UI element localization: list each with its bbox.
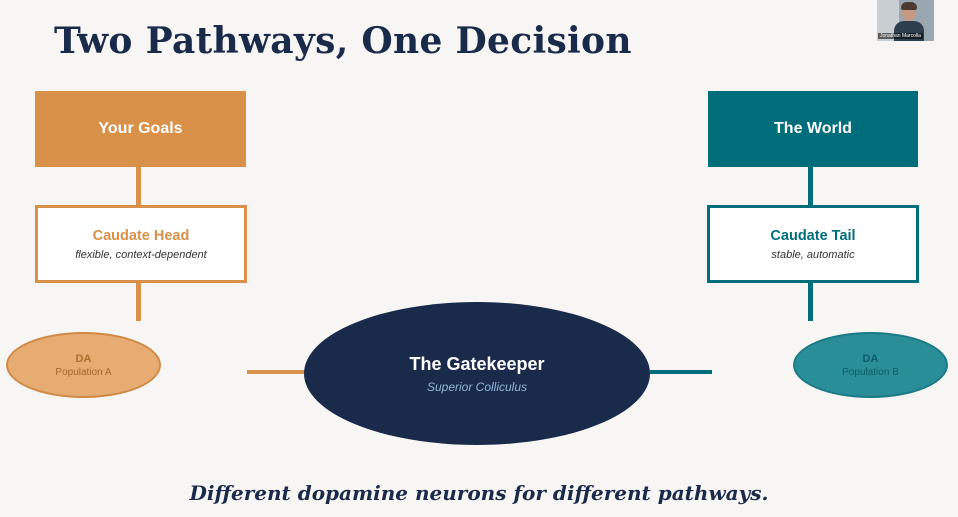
slide-caption: Different dopamine neurons for different… (189, 481, 769, 505)
da-population-b-name: Population B (842, 366, 899, 378)
left-connector-top (136, 167, 141, 206)
da-population-a-label: DA (75, 352, 92, 365)
webcam-background (877, 0, 899, 41)
webcam-name-tag: Jonathan Marcolla (878, 33, 923, 39)
caudate-head-desc: flexible, context-dependent (75, 248, 207, 261)
the-world-box: The World (708, 91, 918, 167)
da-population-b-label: DA (862, 352, 879, 365)
slide-title: Two Pathways, One Decision (54, 20, 632, 62)
gatekeeper-node: The Gatekeeper Superior Colliculus (304, 302, 650, 445)
right-horizontal-connector (650, 370, 712, 374)
gatekeeper-subtitle: Superior Colliculus (426, 379, 528, 394)
caudate-tail-desc: stable, automatic (771, 248, 855, 261)
webcam-thumbnail[interactable]: Jonathan Marcolla (877, 0, 934, 41)
gatekeeper-name: The Gatekeeper (409, 353, 545, 374)
the-world-label: The World (774, 120, 852, 137)
da-population-a-name: Population A (55, 366, 112, 378)
caudate-head-box: Caudate Head flexible, context-dependent (35, 205, 247, 283)
da-population-b: DA Population B (793, 332, 948, 398)
left-connector-bottom (136, 283, 141, 321)
da-population-a: DA Population A (6, 332, 161, 398)
caudate-tail-name: Caudate Tail (770, 227, 856, 244)
caudate-head-name: Caudate Head (92, 227, 190, 244)
left-horizontal-connector (247, 370, 307, 374)
presenter-hair (901, 2, 917, 10)
caudate-tail-box: Caudate Tail stable, automatic (707, 205, 919, 283)
your-goals-label: Your Goals (98, 120, 183, 137)
right-connector-top (808, 167, 813, 206)
right-connector-bottom (808, 283, 813, 321)
your-goals-box: Your Goals (35, 91, 246, 167)
